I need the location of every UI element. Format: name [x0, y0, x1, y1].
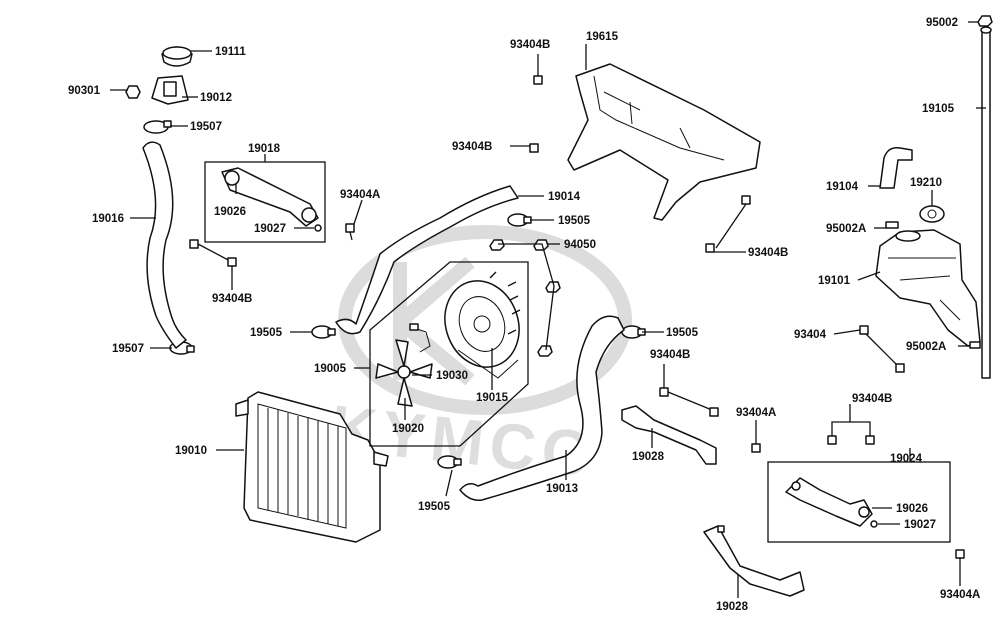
- nuts-94050: [489, 239, 561, 357]
- label-93404B: 93404B: [510, 39, 550, 51]
- label-19028: 19028: [632, 451, 665, 463]
- label-19505: 19505: [666, 327, 699, 339]
- label-19018: 19018: [248, 143, 281, 155]
- hose-clamp: [143, 120, 172, 134]
- bracket-19018: [221, 167, 322, 232]
- label-19005: 19005: [314, 363, 347, 375]
- label-19505: 19505: [418, 501, 451, 513]
- bolts: [827, 435, 875, 445]
- label-19024: 19024: [890, 453, 923, 465]
- label-19026: 19026: [214, 206, 246, 218]
- bracket-19024: [785, 477, 878, 528]
- label-19013: 19013: [546, 483, 578, 495]
- label-19012: 19012: [200, 92, 232, 104]
- label-19015: 19015: [476, 392, 509, 404]
- label-19615: 19615: [586, 31, 619, 43]
- label-94050: 94050: [564, 239, 596, 251]
- label-93404: 93404: [794, 329, 827, 341]
- label-19027: 19027: [904, 519, 936, 531]
- reservoir-cap: [919, 205, 945, 223]
- label-95002A: 95002A: [906, 341, 946, 353]
- label-93404A: 93404A: [340, 189, 380, 201]
- label-90301: 90301: [68, 85, 101, 97]
- clip: [885, 221, 899, 229]
- leader-lines: [110, 21, 986, 598]
- part-labels: 19111 90301 19012 19507 19016 19507 1901…: [68, 17, 980, 613]
- label-19104: 19104: [826, 181, 859, 193]
- hose-19014: [335, 185, 519, 335]
- hose-19104: [879, 146, 913, 189]
- radiator: [235, 391, 389, 543]
- bolt: [705, 195, 751, 253]
- label-93404B: 93404B: [748, 247, 788, 259]
- label-19014: 19014: [548, 191, 581, 203]
- bolt: [189, 239, 237, 267]
- hose-clamp: [621, 325, 646, 339]
- label-19026: 19026: [896, 503, 928, 515]
- label-93404B: 93404B: [650, 349, 690, 361]
- label-19210: 19210: [910, 177, 942, 189]
- filler-neck: [151, 75, 189, 105]
- frame-19615: [567, 63, 761, 221]
- label-19505: 19505: [558, 215, 591, 227]
- label-19027: 19027: [254, 223, 286, 235]
- label-19010: 19010: [175, 445, 207, 457]
- label-19105: 19105: [922, 103, 955, 115]
- label-93404B: 93404B: [452, 141, 492, 153]
- bolt: [533, 75, 543, 85]
- nut: [125, 85, 141, 99]
- label-95002A: 95002A: [826, 223, 866, 235]
- vent-pipe: [977, 15, 993, 379]
- label-93404A: 93404A: [940, 589, 980, 601]
- group-box-19005: [369, 261, 529, 447]
- label-19507: 19507: [190, 121, 222, 133]
- label-19016: 19016: [92, 213, 124, 225]
- label-19030: 19030: [436, 370, 468, 382]
- bolt: [345, 223, 355, 241]
- hose-clamp: [507, 213, 532, 227]
- label-19101: 19101: [818, 275, 851, 287]
- hose-19016: [142, 141, 187, 349]
- label-19020: 19020: [392, 423, 424, 435]
- label-93404B: 93404B: [852, 393, 892, 405]
- label-19507: 19507: [112, 343, 144, 355]
- label-19111: 19111: [215, 46, 246, 58]
- label-19505: 19505: [250, 327, 283, 339]
- bolt: [751, 443, 761, 453]
- label-19028: 19028: [716, 601, 749, 613]
- label-95002: 95002: [926, 17, 958, 29]
- group-box-19024: [767, 461, 951, 543]
- label-93404B: 93404B: [212, 293, 252, 305]
- hose-clamp: [437, 455, 462, 469]
- radiator-cap: [161, 46, 193, 67]
- hose-19013: [459, 315, 625, 502]
- bracket-19028: [703, 525, 805, 597]
- bolt: [529, 143, 539, 153]
- hose-clamp: [311, 325, 336, 339]
- label-93404A: 93404A: [736, 407, 776, 419]
- bolt: [859, 325, 905, 373]
- clip: [969, 341, 981, 349]
- bolt: [955, 549, 965, 559]
- screws: [489, 271, 521, 335]
- reservoir-tank: [875, 229, 981, 347]
